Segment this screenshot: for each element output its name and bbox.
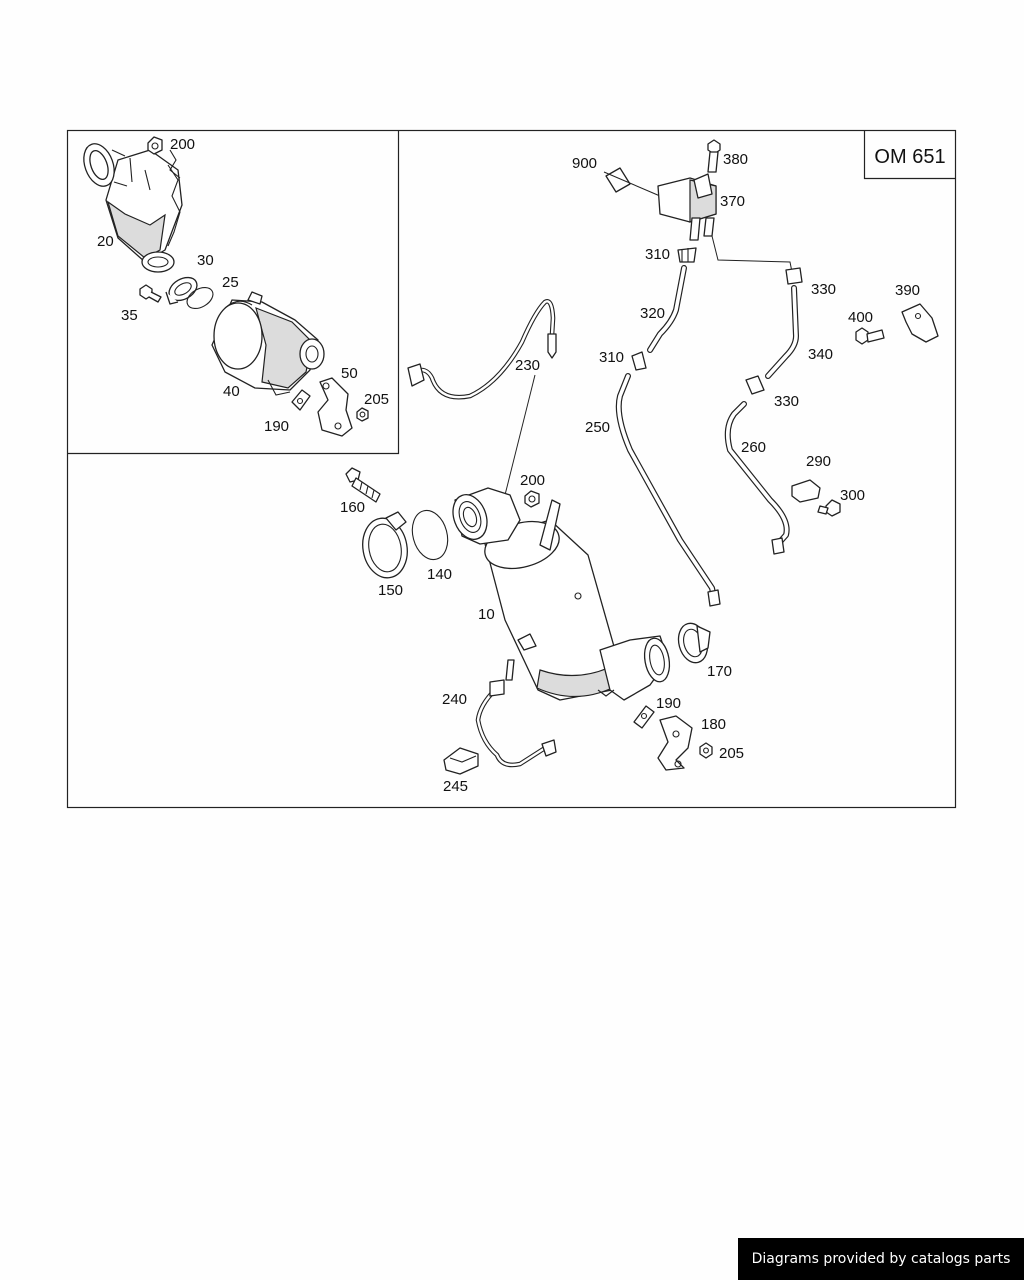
part-160-bolt xyxy=(345,467,381,503)
part-290-holder xyxy=(791,479,821,503)
part-300-screw xyxy=(817,499,841,517)
label-900: 900 xyxy=(572,155,597,172)
label-205-main: 205 xyxy=(719,745,744,762)
label-260: 260 xyxy=(741,439,766,456)
part-40-particle-filter xyxy=(211,291,325,396)
label-370: 370 xyxy=(720,193,745,210)
part-200-main-nut xyxy=(524,490,540,508)
label-400: 400 xyxy=(848,309,873,326)
part-380-screw xyxy=(707,139,721,173)
label-230: 230 xyxy=(515,357,540,374)
label-10: 10 xyxy=(478,606,495,623)
part-340-hose xyxy=(765,285,799,379)
label-170: 170 xyxy=(707,663,732,680)
leader-230 xyxy=(504,374,536,496)
label-140: 140 xyxy=(427,566,452,583)
part-labels: 200 20 30 25 35 40 50 205 190 900 380 37… xyxy=(97,136,920,795)
part-250-pipe xyxy=(615,373,721,607)
label-190-inset: 190 xyxy=(264,418,289,435)
part-310-top-clip xyxy=(677,247,697,263)
part-310-mid-clip xyxy=(631,351,647,371)
part-30-clamp xyxy=(165,276,198,305)
label-330-mid: 330 xyxy=(774,393,799,410)
label-35: 35 xyxy=(121,307,138,324)
part-330-top-clip xyxy=(785,267,803,285)
part-230-sensor-wire xyxy=(407,299,557,400)
part-20-catalytic-converter xyxy=(83,143,183,273)
label-50: 50 xyxy=(341,365,358,382)
part-205-main-nut xyxy=(699,742,713,759)
part-10-diesel-particle-filter xyxy=(483,499,671,701)
part-10-inlet xyxy=(452,487,521,545)
label-190-main: 190 xyxy=(656,695,681,712)
label-30: 30 xyxy=(197,252,214,269)
label-200-main: 200 xyxy=(520,472,545,489)
part-390-bracket xyxy=(901,303,939,343)
label-25: 25 xyxy=(222,274,239,291)
part-260-pipe xyxy=(724,401,790,555)
label-390: 390 xyxy=(895,282,920,299)
part-245-holder xyxy=(443,747,479,775)
label-250: 250 xyxy=(585,419,610,436)
label-290: 290 xyxy=(806,453,831,470)
label-240: 240 xyxy=(442,691,467,708)
label-150: 150 xyxy=(378,582,403,599)
part-205-inset-nut xyxy=(356,407,369,422)
label-300: 300 xyxy=(840,487,865,504)
label-320: 320 xyxy=(640,305,665,322)
part-400-bolt xyxy=(855,327,885,345)
label-340: 340 xyxy=(808,346,833,363)
part-900-connector-seal xyxy=(603,167,661,197)
part-140-gasket xyxy=(411,509,449,561)
engine-code-box: OM 651 xyxy=(863,130,956,180)
inset-frame xyxy=(67,130,400,455)
label-20: 20 xyxy=(97,233,114,250)
label-180: 180 xyxy=(701,716,726,733)
part-190-inset-clip xyxy=(291,389,311,411)
label-330-top: 330 xyxy=(811,281,836,298)
part-50-bracket xyxy=(317,377,353,437)
label-205-inset: 205 xyxy=(364,391,389,408)
label-310-mid: 310 xyxy=(599,349,624,366)
leader-370-330 xyxy=(711,235,793,273)
part-180-bracket xyxy=(657,715,693,771)
part-35-bolt xyxy=(139,284,162,303)
engine-code-label: OM 651 xyxy=(874,146,945,168)
label-160: 160 xyxy=(340,499,365,516)
diagram-frame xyxy=(66,129,957,809)
part-150-clamp xyxy=(362,511,408,579)
part-370-pressure-sensor xyxy=(657,173,717,241)
part-330-mid-clip xyxy=(745,375,765,395)
label-380: 380 xyxy=(723,151,748,168)
part-190-main-clip xyxy=(633,705,655,729)
part-240-temperature-sensor xyxy=(475,659,557,768)
part-25-seal-ring xyxy=(186,286,214,310)
part-320-hose xyxy=(647,265,687,353)
part-170-clamp xyxy=(677,622,711,664)
part-200-inset-nut xyxy=(147,136,163,155)
label-245: 245 xyxy=(443,778,468,795)
label-200-inset: 200 xyxy=(170,136,195,153)
label-40: 40 xyxy=(223,383,240,400)
credit-banner: Diagrams provided by catalogs parts xyxy=(738,1238,1024,1280)
label-310-top: 310 xyxy=(645,246,670,263)
